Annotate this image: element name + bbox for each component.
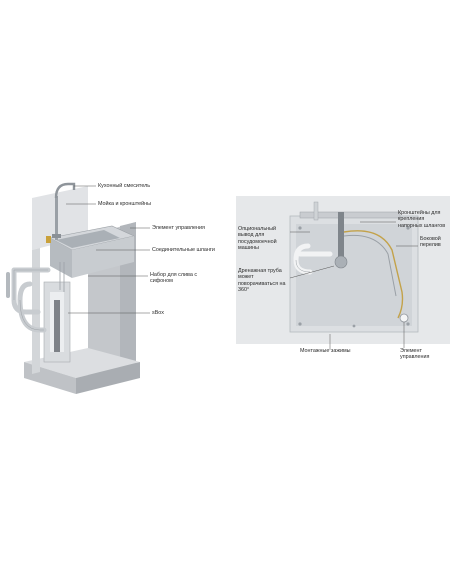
faucet-top-view [338,212,344,260]
pressure-hoses [343,230,404,319]
label-control-element-right: Элемент управления [400,348,430,361]
sink-body-front [72,236,134,278]
sink-basin [56,230,120,248]
label-dishwasher-outlet: Опциональный вывод для посудомоечной маш… [238,226,277,252]
label-connecting-hoses: Соединительные шланги [152,247,215,253]
label-siphon-set: Набор для слива с сифоном [150,272,198,285]
overflow-outline [295,259,311,273]
faucet-spout [54,182,76,199]
label-side-overflow: Боковой перелив [420,236,441,249]
sbox-top-inner [296,224,412,326]
label-pressure-hose-brackets: Кронштейны для крепления напорных шланго… [398,210,446,229]
label-sink-brackets: Мойка и кронштейны [98,201,151,207]
sbox-dark-core [54,300,60,352]
label-control-element-left: Элемент управления [152,225,205,231]
pressure-hoses-2 [343,234,397,297]
control-element-top [399,313,409,323]
right-leader-lines [289,221,418,350]
left-leader-lines [66,185,150,314]
hose-lines [59,262,65,292]
label-faucet: Кухонный смеситель [98,183,151,189]
sink-body-left [50,238,72,278]
faucet-column [55,196,58,240]
faucet-hub [334,255,348,269]
label-drain-pipe: Дренажная труба может поворачиваться на … [238,268,286,294]
dishwasher-outlet-pipe [313,201,319,221]
label-mounting-clamps: Монтажные зажимы [300,348,351,354]
top-bracket-bar [299,211,401,219]
control-knob [46,236,51,243]
label-sbox: sBox [152,310,164,316]
cabinet-plinth-side [76,362,140,394]
cabinet-plinth-top [24,348,140,378]
faucet-base [52,234,61,238]
mounting-clamp-dots [298,226,410,328]
siphon-pipe [11,267,51,333]
siphon-outline [13,269,48,331]
